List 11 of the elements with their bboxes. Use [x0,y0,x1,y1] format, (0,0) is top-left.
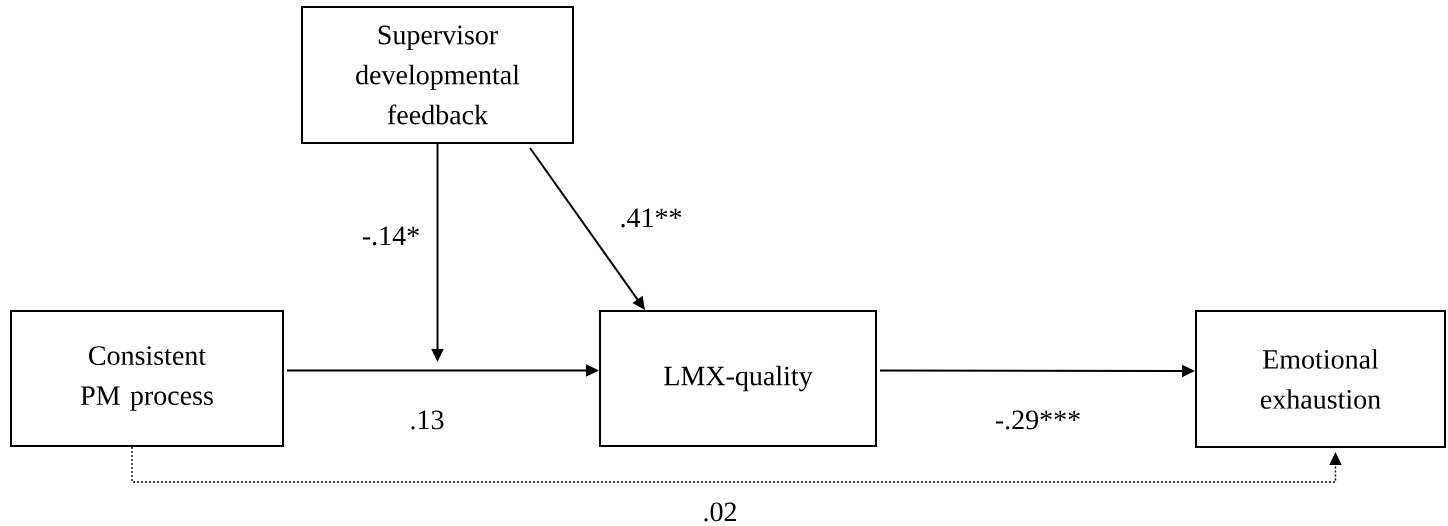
variable-box: LMX-quality [599,310,877,447]
edge-label: -.14* [359,224,423,248]
edge-label: .41** [617,206,685,230]
edge-label: .02 [700,500,740,524]
arrow [131,446,1342,483]
arrow [529,147,645,310]
variable-box: Consistent PM process [10,310,284,447]
edge-label: .13 [407,408,447,432]
variable-box: Emotional exhaustion [1195,310,1446,448]
variable-box: Supervisor developmental feedback [301,6,574,144]
edge-label: -.29*** [992,408,1084,432]
